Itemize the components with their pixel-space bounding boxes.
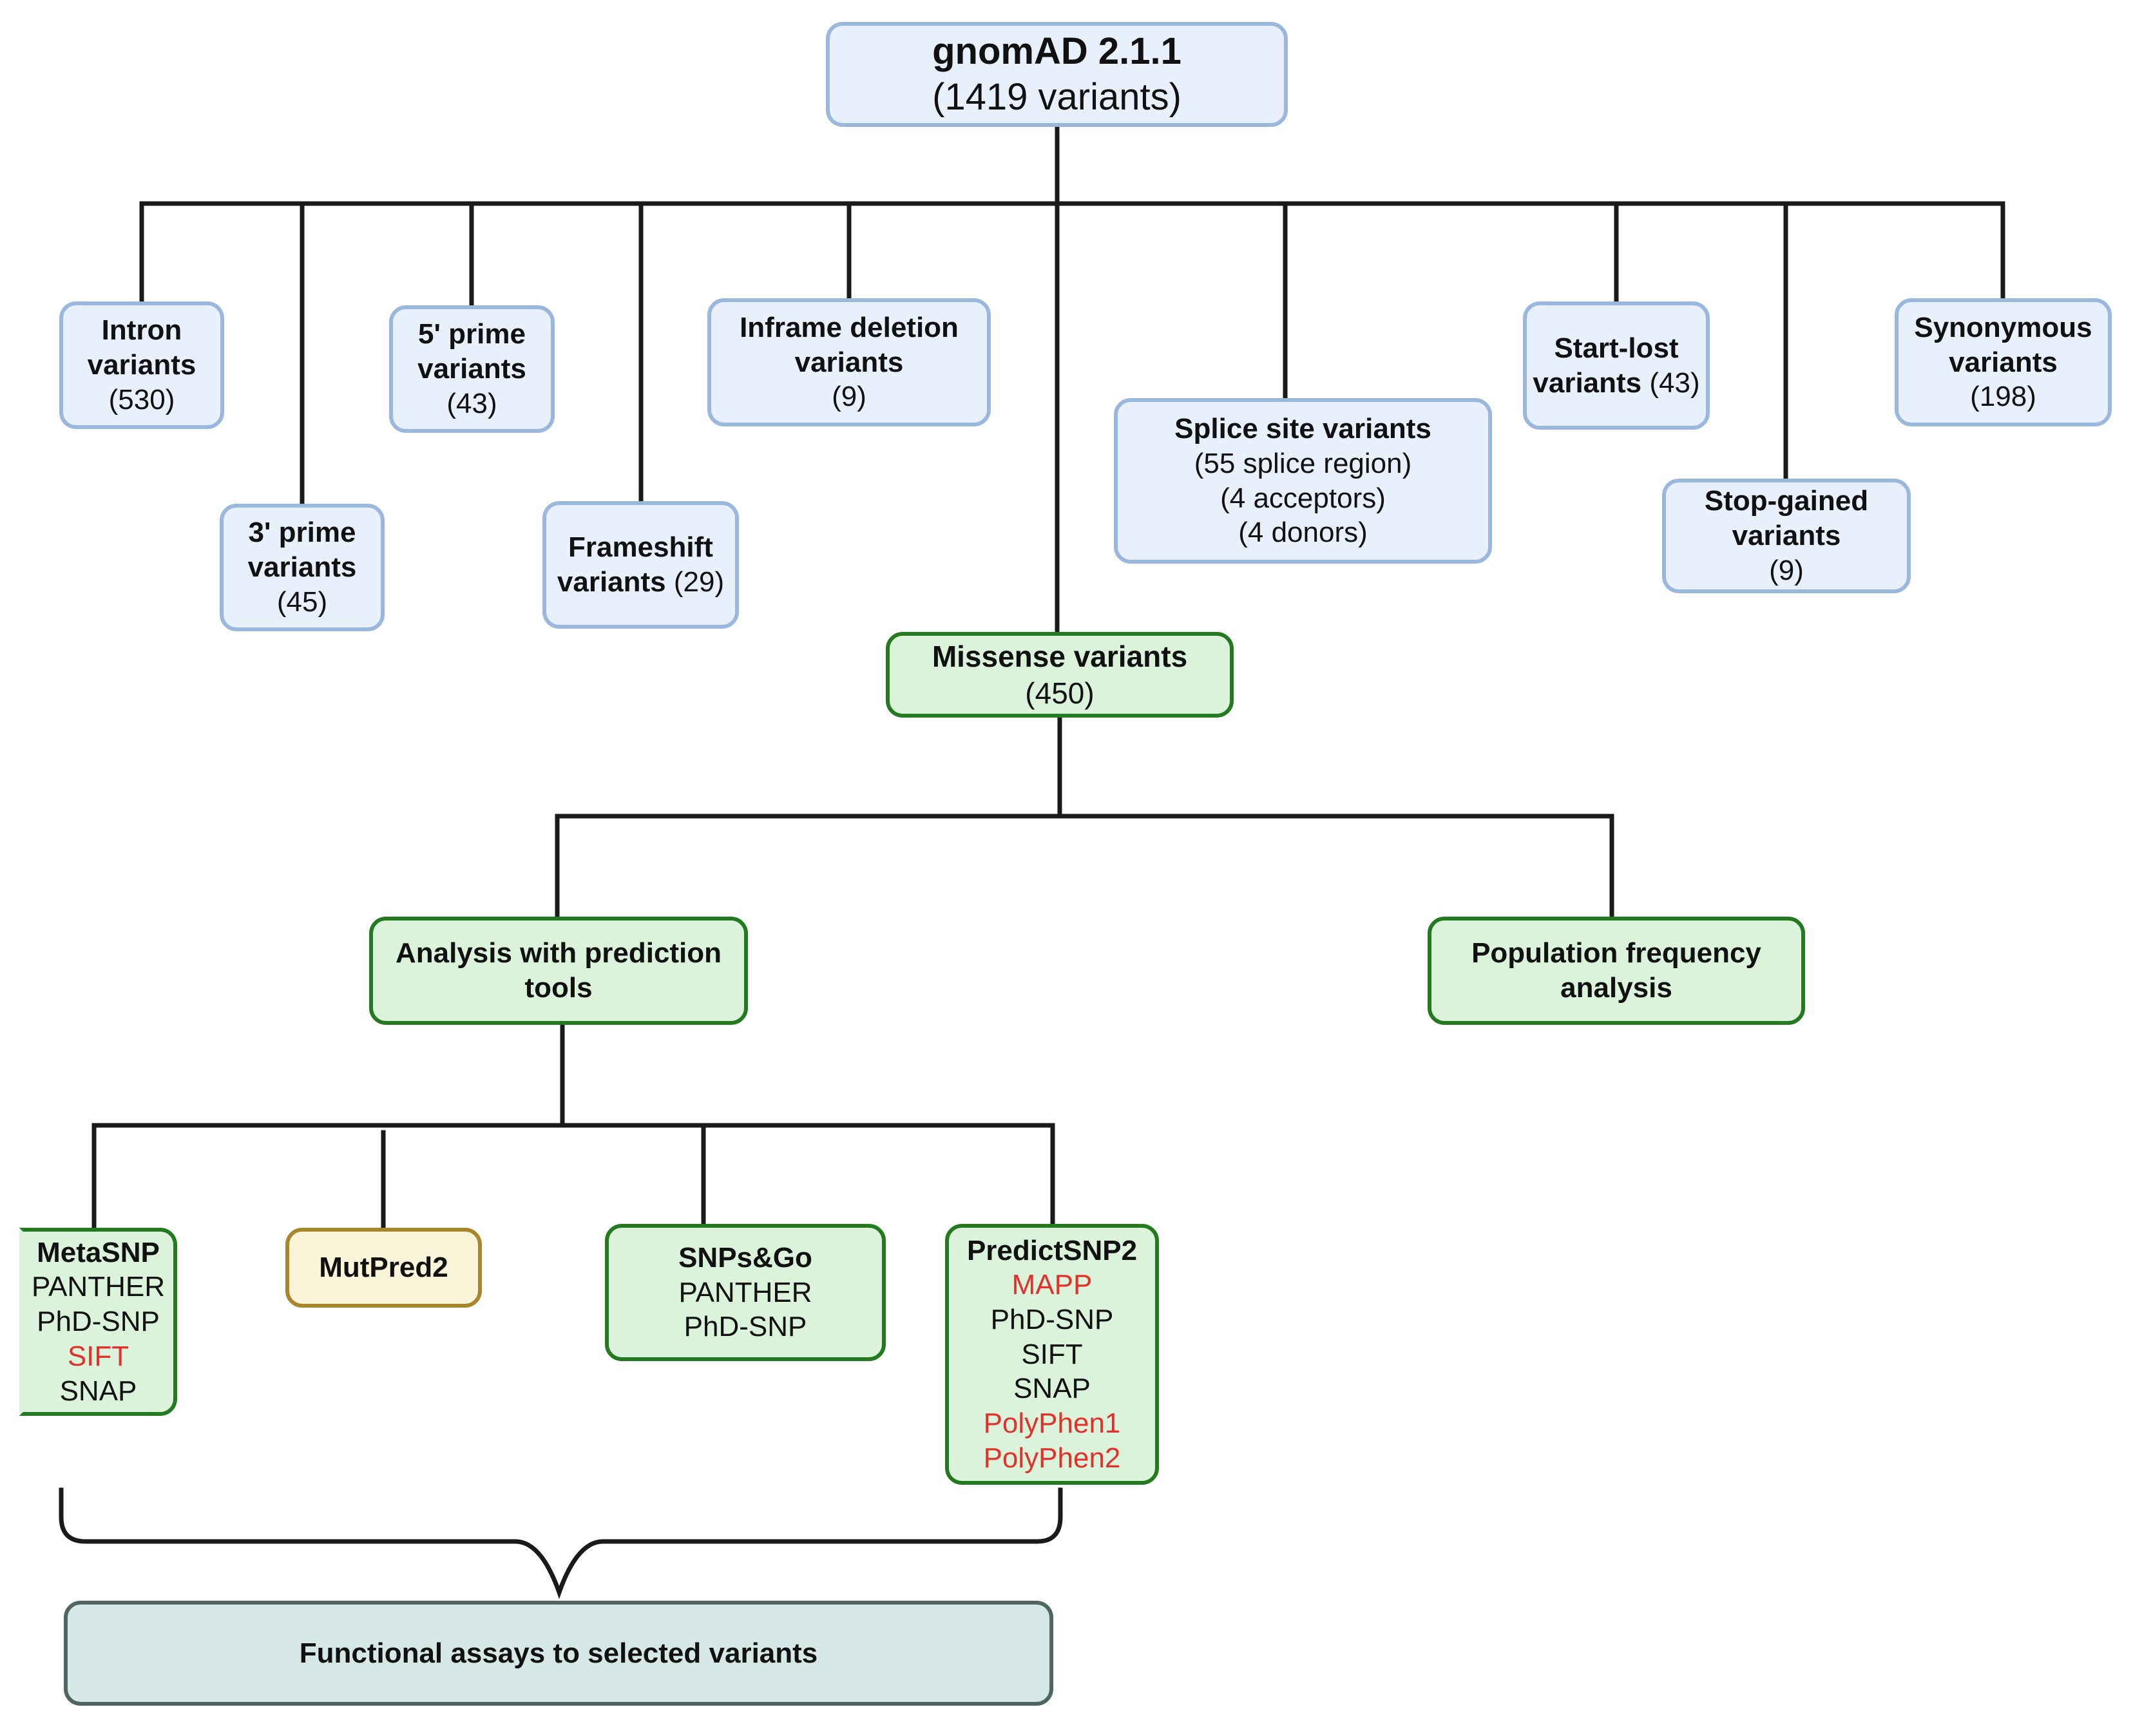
start-lost-count: (43) <box>1649 367 1700 399</box>
root-title: gnomAD 2.1.1 <box>932 30 1181 72</box>
synonymous-line1: Synonymous <box>1914 311 2092 343</box>
predictsnp2-method: SIFT <box>1021 1338 1083 1370</box>
inframe-deletion-variants-node: Inframe deletion variants (9) <box>707 298 991 426</box>
synonymous-variants-node: Synonymous variants (198) <box>1895 298 2112 426</box>
snpsgo-method: PhD-SNP <box>684 1311 807 1343</box>
start-lost-line1: Start-lost <box>1554 332 1679 364</box>
metasnp-method: PANTHER <box>32 1271 165 1303</box>
prediction-analysis-node: Analysis with prediction tools <box>369 917 748 1025</box>
predictsnp2-method: PhD-SNP <box>990 1303 1114 1335</box>
frameshift-count: (29) <box>673 566 725 598</box>
predictsnp2-method-highlighted: MAPP <box>1011 1269 1093 1301</box>
brace <box>59 1487 1063 1599</box>
metasnp-method: SNAP <box>59 1375 137 1407</box>
three-prime-count: (45) <box>276 586 328 618</box>
metasnp-title: MetaSNP <box>37 1236 160 1268</box>
mutpred2-node: MutPred2 <box>285 1228 482 1308</box>
synonymous-line2: variants <box>1949 346 2058 378</box>
stop-gained-line1: Stop-gained <box>1704 485 1869 517</box>
frameshift-line1: Frameshift <box>568 531 713 564</box>
mutpred2-title: MutPred2 <box>319 1252 448 1284</box>
frameshift-line2: variants <box>557 566 666 598</box>
stop-gained-line2: variants <box>1732 520 1841 552</box>
splice-detail3: (4 donors) <box>1238 517 1368 549</box>
snpsgo-method: PANTHER <box>678 1276 812 1308</box>
three-prime-line1: 3' prime <box>248 517 356 549</box>
intron-variants-node: Intron variants (530) <box>59 301 224 429</box>
root-count: (1419 variants) <box>932 75 1181 118</box>
five-prime-line2: variants <box>417 353 526 385</box>
start-lost-line2-row: variants (43) <box>1533 366 1699 401</box>
functional-assays-node: Functional assays to selected variants <box>64 1601 1053 1706</box>
five-prime-variants-node: 5' prime variants (43) <box>389 305 555 433</box>
missense-count: (450) <box>1025 676 1095 710</box>
inframe-line1: Inframe deletion <box>740 311 959 343</box>
start-lost-variants-node: Start-lost variants (43) <box>1523 301 1710 430</box>
splice-detail2: (4 acceptors) <box>1220 482 1386 514</box>
intron-count: (530) <box>108 383 175 415</box>
inframe-count: (9) <box>832 381 866 413</box>
splice-title: Splice site variants <box>1174 413 1431 445</box>
inframe-line2: variants <box>794 346 904 378</box>
synonymous-count: (198) <box>1970 381 2036 413</box>
intron-line2: variants <box>87 349 196 381</box>
splice-detail1: (55 splice region) <box>1194 447 1412 479</box>
metasnp-method-highlighted: SIFT <box>67 1340 129 1372</box>
metasnp-method: PhD-SNP <box>37 1306 160 1338</box>
intron-line1: Intron <box>101 314 182 347</box>
five-prime-count: (43) <box>446 387 497 419</box>
missense-title: Missense variants <box>932 640 1188 674</box>
root-node: gnomAD 2.1.1 (1419 variants) <box>826 22 1288 127</box>
predictsnp2-title: PredictSNP2 <box>966 1234 1138 1266</box>
prediction-line2: tools <box>524 972 593 1004</box>
stop-gained-variants-node: Stop-gained variants (9) <box>1662 479 1911 593</box>
predictsnp2-method: SNAP <box>1013 1373 1091 1405</box>
population-frequency-node: Population frequency analysis <box>1428 917 1805 1025</box>
frameshift-variants-node: Frameshift variants (29) <box>542 501 739 629</box>
three-prime-variants-node: 3' prime variants (45) <box>220 504 385 631</box>
population-line1: Population frequency <box>1471 937 1761 969</box>
predictsnp2-method-highlighted: PolyPhen1 <box>983 1407 1121 1439</box>
predictsnp2-node: PredictSNP2 MAPP PhD-SNP SIFT SNAP PolyP… <box>945 1224 1159 1485</box>
population-line2: analysis <box>1560 972 1672 1004</box>
three-prime-line2: variants <box>247 551 357 584</box>
five-prime-line1: 5' prime <box>418 318 526 350</box>
metasnp-node: MetaSNP PANTHER PhD-SNP SIFT SNAP <box>19 1228 177 1416</box>
start-lost-line2: variants <box>1533 367 1642 399</box>
missense-variants-node: Missense variants (450) <box>886 632 1234 718</box>
snpsgo-node: SNPs&Go PANTHER PhD-SNP <box>605 1224 886 1361</box>
prediction-line1: Analysis with prediction <box>395 937 722 969</box>
splice-site-variants-node: Splice site variants (55 splice region) … <box>1114 398 1492 564</box>
frameshift-line2-row: variants (29) <box>557 565 724 600</box>
predictsnp2-method-highlighted: PolyPhen2 <box>983 1442 1121 1474</box>
stop-gained-count: (9) <box>1769 554 1804 586</box>
functional-label: Functional assays to selected variants <box>299 1637 818 1669</box>
snpsgo-title: SNPs&Go <box>678 1241 812 1273</box>
